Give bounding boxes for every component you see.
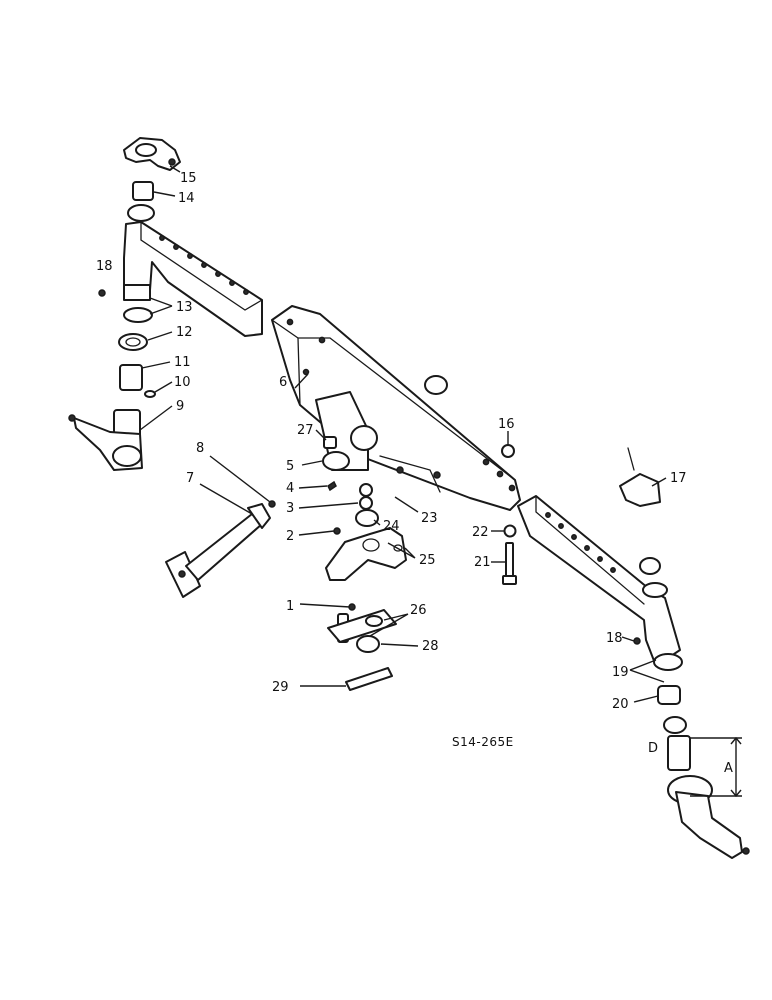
- washer-part-20: [657, 685, 681, 705]
- label-part-5: 5: [286, 459, 294, 474]
- label-dimension-d: D: [648, 741, 658, 756]
- label-part-23: 23: [421, 511, 438, 526]
- steering-arm-part-17: [619, 447, 661, 507]
- label-dimension-a: A: [724, 761, 733, 776]
- label-part-19: 19: [612, 665, 629, 680]
- seal-part-12: [118, 333, 148, 351]
- pin-part-18-left: [98, 289, 106, 297]
- right-axle-extension: [517, 495, 683, 671]
- label-part-13: 13: [176, 300, 193, 315]
- label-part-4: 4: [286, 481, 294, 496]
- grease-nipple-part-8: [268, 500, 276, 508]
- label-part-12: 12: [176, 325, 193, 340]
- right-spindle: [667, 775, 750, 859]
- label-part-18-right: 18: [606, 631, 623, 646]
- pin-part-18-right: [633, 637, 641, 645]
- shim-part-29: [345, 667, 393, 691]
- axle-beam-part-6: [271, 305, 521, 511]
- spindle-part-9: [68, 409, 143, 471]
- drawing-code: S14-265E: [452, 735, 514, 749]
- steering-arm-part-15: [123, 137, 181, 171]
- label-part-28: 28: [422, 639, 439, 654]
- pivot-bracket-part-25: [325, 527, 407, 581]
- washer-part-24: [355, 509, 379, 527]
- bush-part-14: [132, 181, 154, 201]
- label-part-29: 29: [272, 680, 289, 695]
- nut-part-22: [503, 524, 517, 538]
- bolt-part-21: [502, 542, 517, 585]
- label-part-10: 10: [174, 375, 191, 390]
- label-part-7: 7: [186, 471, 194, 486]
- label-part-26: 26: [410, 603, 427, 618]
- label-part-8: 8: [196, 441, 204, 456]
- pin-part-4: [327, 480, 337, 492]
- bush-part-5: [322, 451, 350, 471]
- label-part-15: 15: [180, 171, 197, 186]
- lock-part-2: [333, 527, 341, 535]
- label-part-17: 17: [670, 471, 687, 486]
- thrust-plate-part-26: [327, 609, 397, 643]
- label-part-18-left: 18: [96, 259, 113, 274]
- label-part-27: 27: [297, 423, 314, 438]
- label-part-22: 22: [472, 525, 489, 540]
- left-axle-extension: [123, 204, 263, 337]
- leader-lines: [139, 165, 742, 798]
- label-part-21: 21: [474, 555, 491, 570]
- kingpin-part-D: [663, 716, 691, 771]
- part-labels: 1 2 3 4 5 6 7 8 9 10 11 12 13 14 15 16 1…: [96, 171, 733, 776]
- label-part-3: 3: [286, 501, 294, 516]
- bush-part-28: [356, 635, 380, 653]
- label-part-11: 11: [174, 355, 191, 370]
- bush-part-11: [119, 364, 143, 391]
- label-part-6: 6: [279, 375, 287, 390]
- label-part-20: 20: [612, 697, 629, 712]
- bush-part-27: [323, 436, 337, 449]
- label-part-25: 25: [419, 553, 436, 568]
- nut-part-3: [359, 483, 373, 510]
- thrust-washer-part-13: [123, 307, 153, 323]
- label-part-24: 24: [383, 519, 400, 534]
- label-part-2: 2: [286, 529, 294, 544]
- label-part-9: 9: [176, 399, 184, 414]
- label-part-16: 16: [498, 417, 515, 432]
- nut-part-16: [501, 444, 515, 458]
- label-part-1: 1: [286, 599, 294, 614]
- key-part-10: [144, 390, 156, 398]
- pivot-pin-part-7: [165, 503, 271, 598]
- label-part-14: 14: [178, 191, 195, 206]
